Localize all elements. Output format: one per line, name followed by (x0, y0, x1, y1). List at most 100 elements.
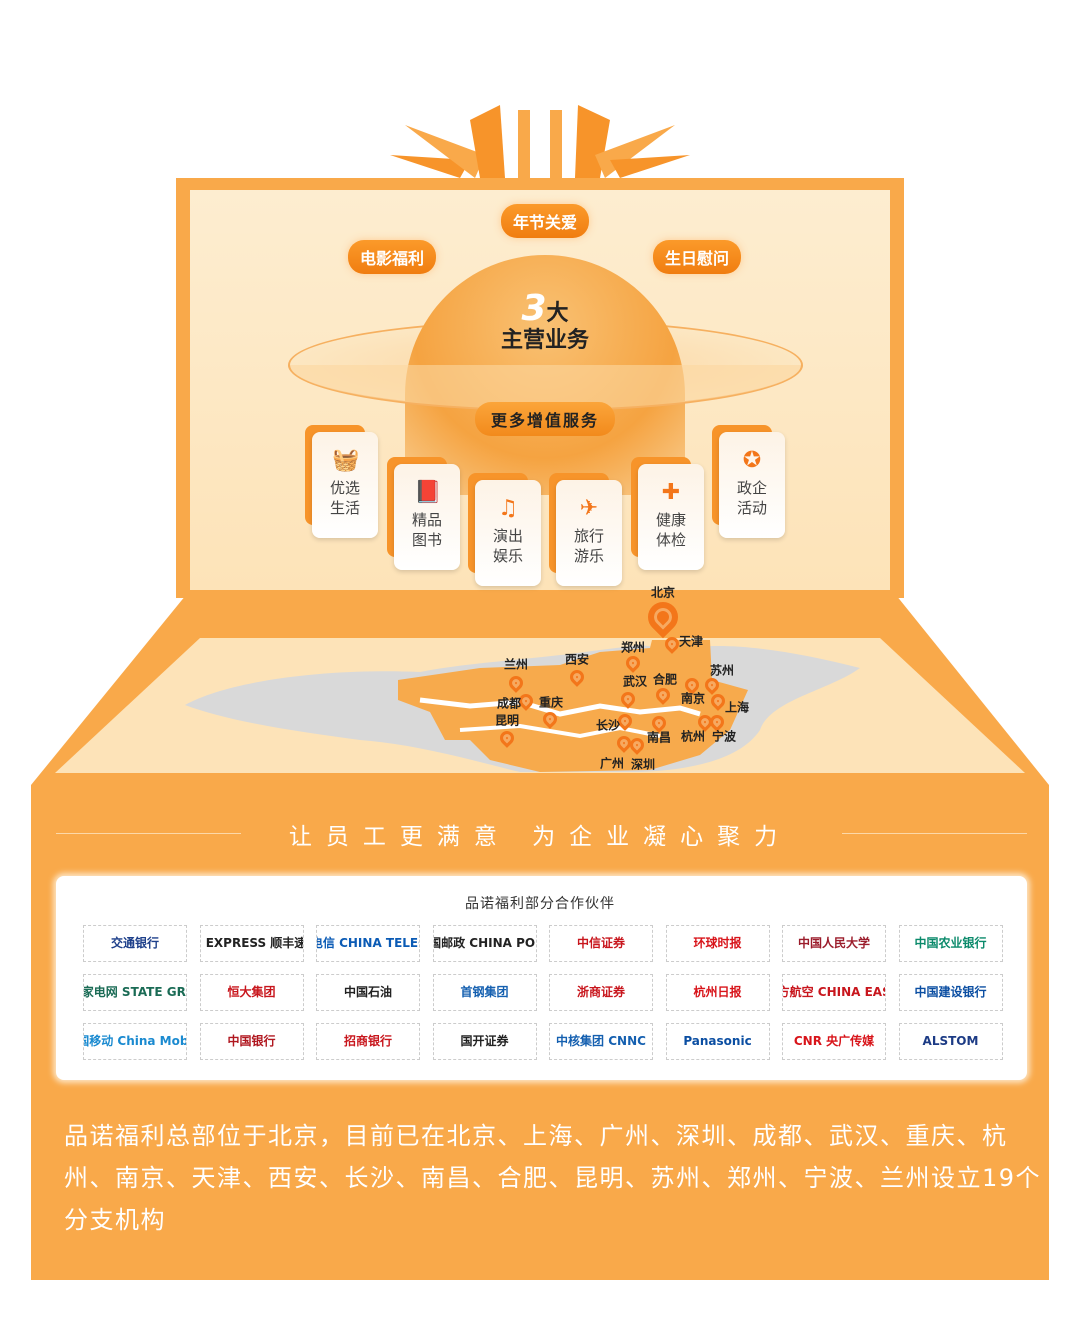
city-label: 深圳 (630, 757, 656, 772)
partner-logo: 中国邮政 CHINA POST (432, 925, 537, 962)
service-card: ✚ 健康体检 (631, 457, 706, 570)
core-count: 3大 (521, 288, 568, 329)
service-card: 🧺 优选生活 (305, 425, 380, 538)
partner-name: 中信证券 (576, 936, 625, 950)
core-label: 主营业务 (500, 328, 590, 353)
partner-name: 中国邮政 CHINA POST (434, 936, 536, 950)
service-card: ✈ 旅行游乐 (549, 473, 624, 586)
service-label: 优选生活 (329, 479, 360, 517)
card-face: ✪ 政企活动 (719, 432, 785, 538)
star-badge-icon: ✪ (742, 448, 762, 473)
partner-logo: 中国东方航空 CHINA EASTERN (782, 974, 886, 1011)
box-base (31, 595, 1049, 785)
partners-panel (56, 876, 1027, 1080)
partner-name: CNR 央广传媒 (793, 1034, 875, 1048)
partner-name: 中国建设银行 (914, 985, 987, 999)
city-label: 北京 (650, 585, 676, 600)
card-face: 📕 精品图书 (394, 464, 460, 570)
card-face: ✚ 健康体检 (638, 464, 704, 570)
city-label: 西安 (564, 652, 590, 667)
partner-name: 中国人民大学 (797, 936, 870, 950)
city-label: 兰州 (503, 657, 529, 672)
partner-logo: ALSTOM (898, 1023, 1003, 1060)
partner-logo: CNR 央广传媒 (782, 1023, 886, 1060)
partner-name: 中国银行 (227, 1034, 276, 1048)
partner-name: 首钢集团 (460, 985, 509, 999)
city-label: 杭州 (680, 729, 706, 744)
city-label: 上海 (724, 700, 750, 715)
partner-name: 招商银行 (343, 1034, 392, 1048)
partner-logo: 中核集团 CNNC (549, 1023, 653, 1060)
tag-birthday-greetings: 生日慰问 (652, 240, 742, 274)
city-label: 郑州 (620, 640, 646, 655)
partner-logo: 招商银行 (316, 1023, 420, 1060)
partner-name: 中国东方航空 CHINA EASTERN (783, 985, 885, 999)
city-label: 南昌 (646, 730, 672, 745)
core-number-suffix: 大 (546, 301, 569, 326)
partner-logo: 浙商证券 (549, 974, 653, 1011)
city-label: 南京 (680, 691, 706, 706)
service-label: 健康体检 (655, 511, 686, 549)
partner-logo: 中信证券 (549, 925, 653, 962)
branch-description: 品诺福利总部位于北京，目前已在北京、上海、广州、深圳、成都、武汉、重庆、杭州、南… (64, 1122, 1042, 1234)
city-label: 武汉 (622, 674, 648, 689)
partner-name: 环球时报 (693, 936, 742, 950)
ribbon-bow (390, 105, 690, 178)
partner-logo: 恒大集团 (199, 974, 304, 1011)
partner-name: 中国农业银行 (914, 936, 987, 950)
partner-logo: 国家电网 STATE GRID (83, 974, 187, 1011)
tag-movie-benefits: 电影福利 (347, 240, 437, 274)
shopping-basket-icon: 🧺 (332, 448, 360, 473)
partner-logo: 国开证券 (432, 1023, 537, 1060)
service-label: 政企活动 (736, 479, 767, 517)
service-label: 演出娱乐 (492, 527, 523, 565)
card-face: ♫ 演出娱乐 (475, 480, 541, 586)
city-label: 长沙 (595, 718, 621, 733)
book-icon: 📕 (414, 480, 442, 505)
partner-logo: 中国农业银行 (898, 925, 1003, 962)
partner-name: 浙商证券 (576, 985, 625, 999)
partner-name: 国开证券 (460, 1034, 509, 1048)
partner-name: 交通银行 (110, 936, 159, 950)
partner-name: Panasonic (683, 1034, 752, 1048)
music-note-icon: ♫ (498, 496, 518, 521)
partner-logo: 中国人民大学 (782, 925, 886, 962)
partner-logo: 交通银行 (83, 925, 187, 962)
partner-name: SF EXPRESS 顺丰速运 (201, 936, 303, 950)
partner-logo: 中国移动 China Mobile (83, 1023, 187, 1060)
partners-title: 品诺福利部分合作伙伴 (465, 896, 615, 912)
partner-name: 中国移动 China Mobile (84, 1034, 187, 1048)
partner-logo: 杭州日报 (665, 974, 770, 1011)
city-label: 成都 (496, 696, 522, 711)
city-label: 昆明 (494, 713, 520, 728)
partner-name: 中国石油 (343, 985, 392, 999)
card-face: ✈ 旅行游乐 (556, 480, 622, 586)
service-card: 📕 精品图书 (387, 457, 462, 570)
partner-logo: 中国电信 CHINA TELECOM (316, 925, 420, 962)
city-label: 合肥 (652, 672, 678, 687)
service-card: ✪ 政企活动 (712, 425, 787, 538)
service-label: 旅行游乐 (573, 527, 604, 565)
city-label: 重庆 (538, 695, 564, 710)
partner-logo: 首钢集团 (432, 974, 537, 1011)
city-label: 天津 (678, 634, 704, 649)
airplane-icon: ✈ (579, 496, 599, 521)
divider-left (56, 833, 241, 834)
service-card: ♫ 演出娱乐 (468, 473, 543, 586)
medical-kit-icon: ✚ (661, 480, 681, 505)
city-label: 宁波 (711, 729, 737, 744)
partner-name: 恒大集团 (227, 985, 276, 999)
partner-logo: 中国石油 (316, 974, 420, 1011)
more-services-title: 更多增值服务 (474, 402, 616, 436)
divider-right (842, 833, 1027, 834)
partner-logo: 环球时报 (665, 925, 770, 962)
partner-logo: 中国建设银行 (898, 974, 1003, 1011)
partner-logo: SF EXPRESS 顺丰速运 (199, 925, 304, 962)
core-number: 3 (521, 288, 547, 329)
service-label: 精品图书 (411, 511, 442, 549)
city-label: 苏州 (709, 663, 735, 678)
card-face: 🧺 优选生活 (312, 432, 378, 538)
partner-name: 国家电网 STATE GRID (84, 985, 186, 999)
slogan: 让员工更满意 为企业凝心聚力 (288, 824, 792, 850)
partner-name: 中国电信 CHINA TELECOM (317, 936, 419, 950)
